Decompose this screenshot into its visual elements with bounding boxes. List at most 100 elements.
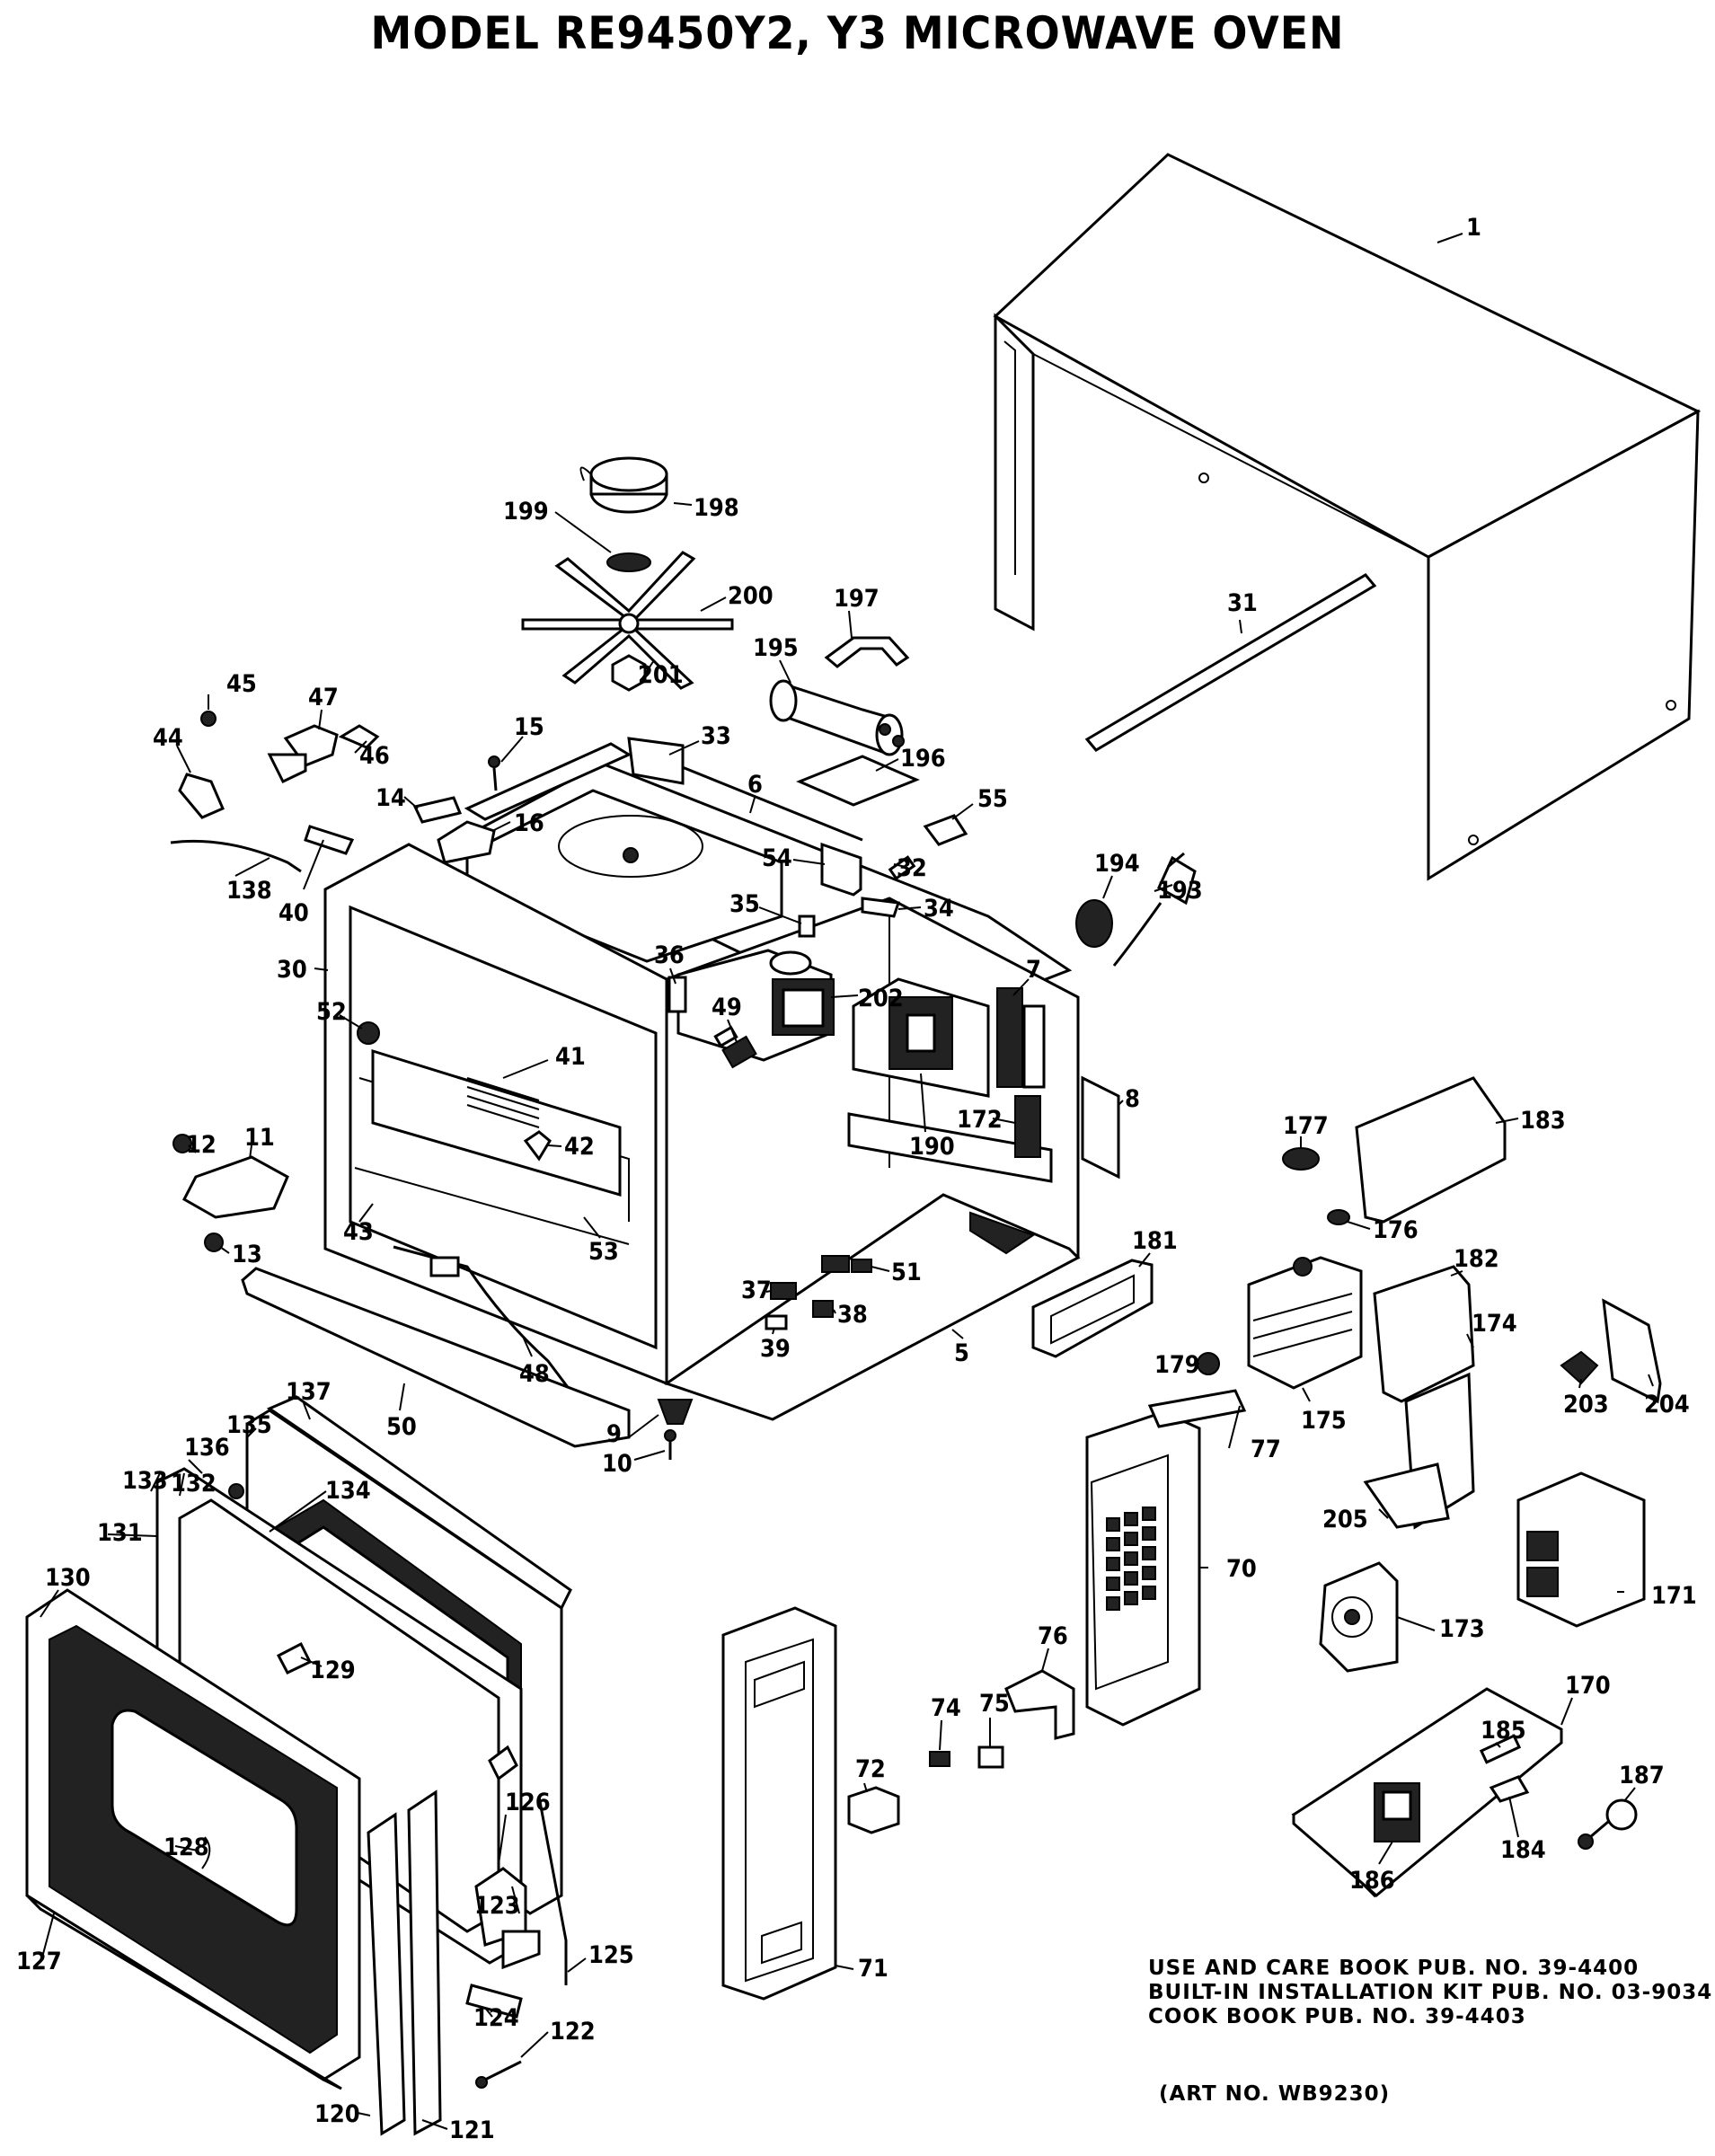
- lamp-52-part: [357, 1021, 380, 1045]
- callout-47: 47: [308, 684, 339, 711]
- bracket-204-part: [1602, 1298, 1662, 1404]
- callout-37: 37: [741, 1277, 772, 1304]
- callout-172: 172: [957, 1106, 1003, 1134]
- leader-lines: [40, 233, 1654, 2130]
- bracket-76-part: [1004, 1669, 1075, 1740]
- insulator-pad-part: [923, 814, 968, 846]
- callout-35: 35: [729, 890, 760, 918]
- callout-71: 71: [858, 1955, 888, 1983]
- callout-44: 44: [153, 724, 183, 752]
- callout-133: 133: [122, 1467, 168, 1495]
- thermostat-part: [713, 1025, 757, 1069]
- transformer-171-part: [1516, 1471, 1646, 1628]
- bracket-33-part: [627, 737, 685, 785]
- board-tray-part: [847, 1112, 1053, 1183]
- outer-case-part: [993, 153, 1702, 881]
- callout-138: 138: [226, 877, 272, 905]
- power-cord-part: [1075, 852, 1197, 967]
- callout-198: 198: [694, 494, 739, 522]
- callout-36: 36: [654, 941, 685, 969]
- callout-70: 70: [1226, 1555, 1257, 1583]
- callout-40: 40: [278, 899, 309, 927]
- callout-190: 190: [909, 1133, 955, 1161]
- callout-11: 11: [244, 1124, 275, 1152]
- callout-129: 129: [310, 1657, 356, 1684]
- callout-196: 196: [900, 745, 946, 773]
- callout-8: 8: [1125, 1085, 1140, 1113]
- callout-202: 202: [858, 985, 904, 1012]
- callout-53: 53: [588, 1238, 619, 1266]
- callout-10: 10: [602, 1450, 632, 1478]
- interlock-switches: [765, 1255, 872, 1330]
- callout-126: 126: [505, 1789, 551, 1816]
- duct-182-part: [1373, 1265, 1475, 1403]
- switch-36-part: [667, 976, 687, 1013]
- callout-171: 171: [1651, 1582, 1697, 1610]
- callout-183: 183: [1520, 1107, 1566, 1135]
- hinge-11-parts: [172, 1134, 289, 1252]
- callout-42: 42: [564, 1133, 595, 1161]
- callout-201: 201: [638, 661, 684, 689]
- callout-131: 131: [97, 1519, 143, 1547]
- callout-55: 55: [977, 785, 1008, 813]
- part-203: [1560, 1350, 1599, 1385]
- callout-74: 74: [931, 1694, 961, 1722]
- callout-43: 43: [343, 1218, 374, 1246]
- fan-motor-173-part: [1319, 1561, 1399, 1673]
- callout-31: 31: [1227, 589, 1258, 617]
- callout-32: 32: [897, 854, 927, 882]
- callout-174: 174: [1472, 1310, 1517, 1338]
- callout-134: 134: [325, 1477, 371, 1505]
- callout-51: 51: [891, 1259, 922, 1286]
- control-panel-70-part: [1085, 1389, 1247, 1727]
- callout-14: 14: [376, 784, 406, 812]
- callout-205: 205: [1322, 1506, 1368, 1533]
- callout-184: 184: [1500, 1836, 1546, 1864]
- callout-33: 33: [701, 722, 731, 750]
- use-and-care-pub: USE AND CARE BOOK PUB. NO. 39-4400: [1148, 1957, 1640, 1980]
- callout-132: 132: [171, 1470, 217, 1498]
- frame-181-part: [1031, 1259, 1154, 1358]
- stirrer-assembly: [521, 456, 734, 692]
- callout-195: 195: [753, 634, 799, 662]
- callout-9: 9: [606, 1420, 622, 1448]
- magnetron-housing-part: [676, 949, 835, 1062]
- control-board-190-part: [852, 977, 990, 1098]
- callout-186: 186: [1349, 1867, 1395, 1895]
- callout-120: 120: [314, 2100, 360, 2128]
- callout-200: 200: [728, 582, 774, 610]
- callout-199: 199: [503, 498, 549, 526]
- callout-30: 30: [277, 956, 307, 984]
- callout-50: 50: [386, 1413, 417, 1441]
- air-guide-183-part: [1355, 1076, 1507, 1224]
- callout-204: 204: [1644, 1391, 1690, 1418]
- capacitor-clamp-part: [824, 636, 910, 668]
- guide-205-part: [1363, 1462, 1450, 1529]
- callout-197: 197: [834, 585, 880, 613]
- bracket-8-part: [1081, 1075, 1120, 1180]
- fuse-32-part: [888, 855, 916, 880]
- callout-13: 13: [232, 1241, 262, 1268]
- callout-203: 203: [1563, 1391, 1609, 1418]
- callout-121: 121: [449, 2116, 495, 2144]
- spring-74-part: [929, 1751, 950, 1767]
- door-assembly: [25, 1395, 572, 2136]
- callout-12: 12: [186, 1131, 217, 1159]
- art-number: (ART NO. WB9230): [1159, 2082, 1391, 2106]
- callout-124: 124: [473, 2004, 519, 2032]
- callout-187: 187: [1619, 1762, 1665, 1789]
- callout-15: 15: [514, 713, 544, 741]
- callout-185: 185: [1481, 1717, 1526, 1745]
- callout-41: 41: [555, 1043, 586, 1071]
- switch-75-part: [977, 1745, 1004, 1769]
- trim-71-part: [721, 1606, 837, 2001]
- bracket-54-part: [820, 842, 862, 897]
- callout-128: 128: [164, 1833, 209, 1861]
- page-title: MODEL RE9450Y2, Y3 MICROWAVE OVEN: [370, 7, 1345, 59]
- callout-179: 179: [1154, 1351, 1200, 1379]
- callout-5: 5: [954, 1339, 969, 1367]
- shelf-support-41-part: [371, 1048, 622, 1197]
- callout-136: 136: [184, 1434, 230, 1462]
- callout-137: 137: [286, 1378, 332, 1406]
